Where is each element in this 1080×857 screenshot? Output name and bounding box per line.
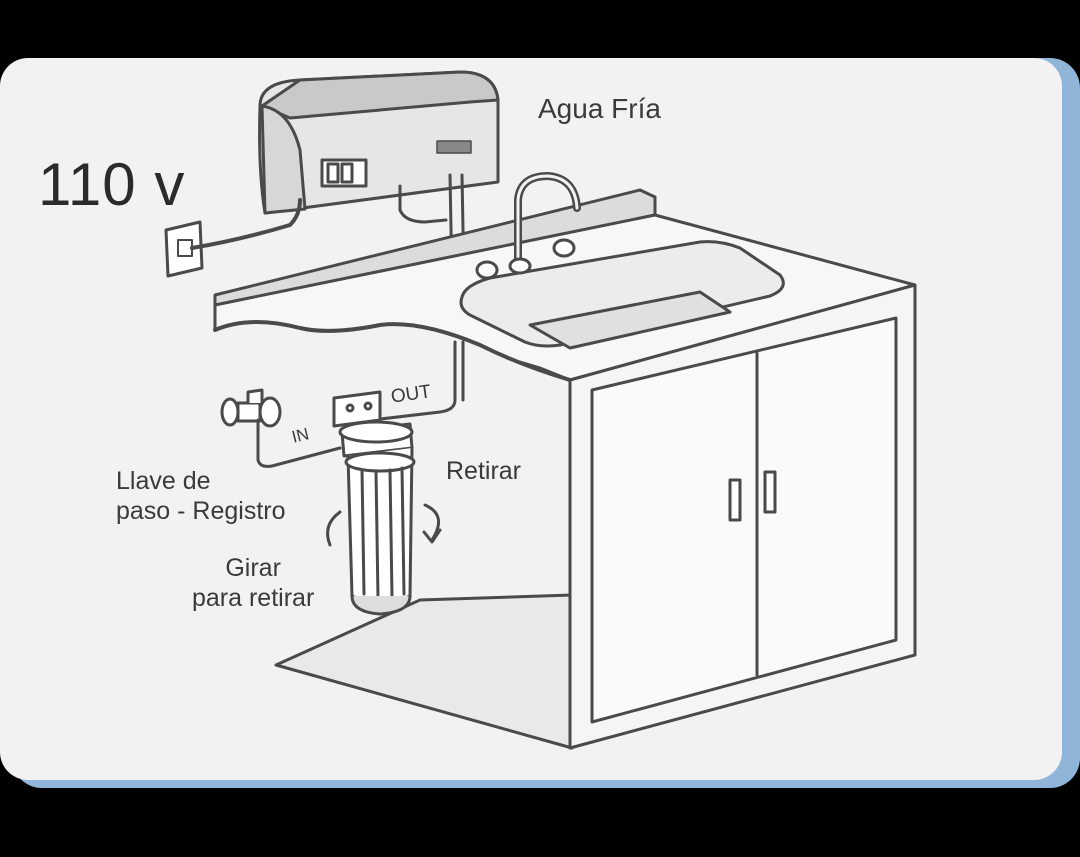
shutoff-valve-label: Llave de paso - Registro bbox=[116, 466, 286, 526]
rotate-arrow-left bbox=[326, 510, 342, 547]
cabinet bbox=[518, 283, 917, 750]
unit-pipe bbox=[398, 184, 448, 224]
heater-unit bbox=[258, 70, 500, 215]
turn-label-line1: Girar bbox=[225, 554, 281, 582]
faucet bbox=[475, 172, 581, 280]
turn-to-remove-label: Girar para retirar bbox=[192, 553, 314, 613]
cold-water-label: Agua Fría bbox=[538, 93, 661, 124]
shutoff-valve-label-line2: paso - Registro bbox=[116, 497, 286, 525]
shutoff-valve bbox=[220, 388, 342, 468]
electrical-outlet bbox=[164, 198, 302, 278]
counter-edge bbox=[213, 320, 572, 382]
shutoff-valve-label-line1: Llave de bbox=[116, 467, 211, 495]
outlet-pipe bbox=[370, 340, 457, 422]
voltage-label: 110 v bbox=[38, 151, 186, 218]
filter-bracket bbox=[332, 390, 382, 428]
water-filter bbox=[338, 420, 416, 616]
remove-label: Retirar bbox=[446, 457, 522, 485]
turn-label-line2: para retirar bbox=[192, 584, 315, 612]
